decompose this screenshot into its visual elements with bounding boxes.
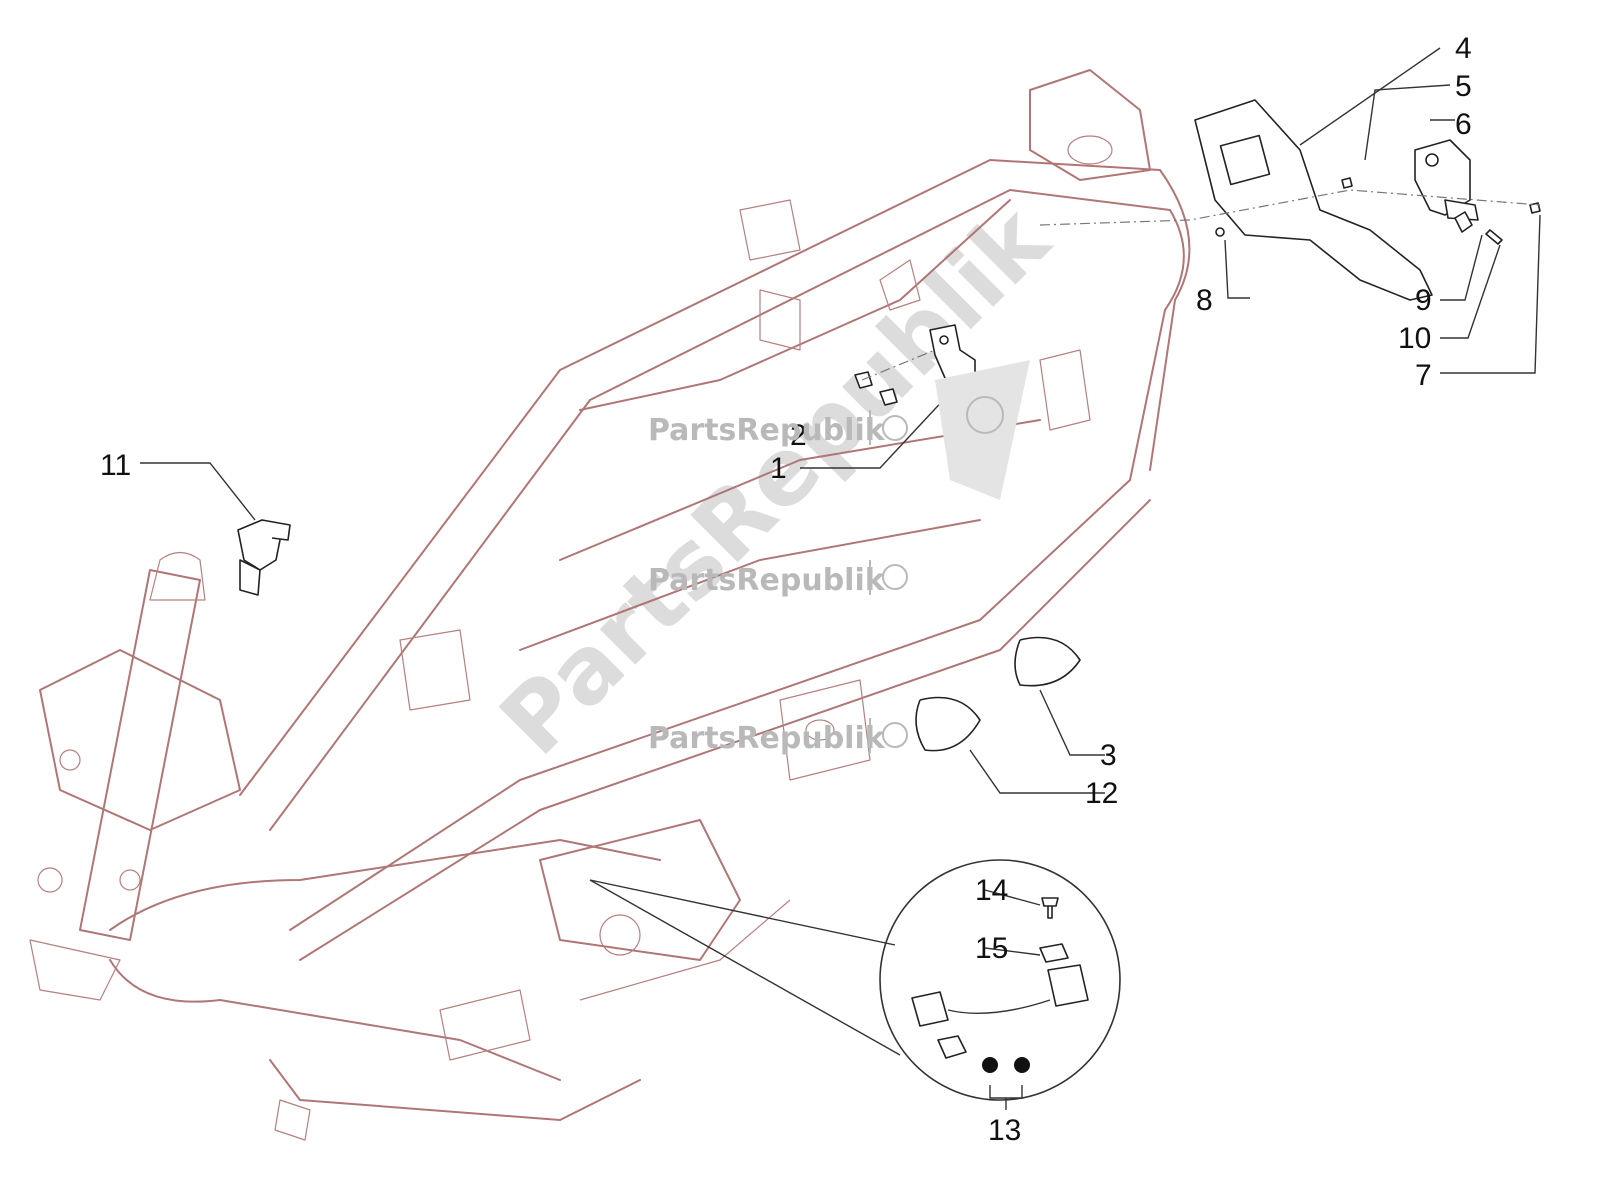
scooter-frame bbox=[29, 69, 1191, 1141]
part-lock-body bbox=[1414, 139, 1479, 221]
part-screw-14 bbox=[1041, 897, 1059, 919]
part-clamp-12 bbox=[915, 696, 981, 752]
gear-icon bbox=[882, 415, 908, 441]
gear-icon bbox=[966, 396, 1004, 434]
part-connector bbox=[911, 991, 949, 1027]
callout-8: 8 bbox=[1196, 284, 1213, 317]
leader-lines bbox=[140, 47, 1541, 1110]
callout-1: 1 bbox=[770, 452, 787, 485]
part-spring bbox=[1485, 229, 1503, 245]
callout-2: 2 bbox=[790, 419, 807, 452]
bullet-13a bbox=[982, 1057, 998, 1073]
part-screw-2b bbox=[879, 388, 898, 406]
gear-icon bbox=[882, 564, 908, 590]
callout-7: 7 bbox=[1415, 359, 1432, 392]
callout-13: 13 bbox=[988, 1114, 1021, 1147]
callout-5: 5 bbox=[1455, 70, 1472, 103]
part-sensor bbox=[237, 519, 291, 596]
bullet-13b bbox=[1014, 1057, 1030, 1073]
gear-icon bbox=[882, 722, 908, 748]
detail-pointer bbox=[589, 879, 901, 1056]
part-key-tag bbox=[937, 1035, 967, 1059]
watermark-logo bbox=[935, 360, 1030, 500]
callout-10: 10 bbox=[1398, 322, 1431, 355]
part-nut-8 bbox=[1215, 227, 1225, 237]
callout-14: 14 bbox=[975, 874, 1008, 907]
part-screw-5 bbox=[1341, 177, 1353, 189]
callout-3: 3 bbox=[1100, 739, 1117, 772]
callout-12: 12 bbox=[1085, 777, 1118, 810]
watermark-text: PartsRepublik bbox=[648, 413, 886, 448]
callout-4: 4 bbox=[1455, 32, 1472, 65]
watermark-label-2: PartsRepublik bbox=[648, 560, 908, 598]
watermark-text: PartsRepublik bbox=[648, 721, 886, 756]
latch-axis bbox=[861, 349, 936, 381]
part-clamp-3 bbox=[1014, 636, 1081, 687]
part-bracket-plate bbox=[1194, 99, 1433, 301]
part-relay bbox=[1047, 964, 1089, 1007]
watermark-text: PartsRepublik bbox=[648, 563, 886, 598]
callout-labels: 4 5 6 8 9 10 7 2 1 11 3 12 14 15 13 bbox=[100, 32, 1472, 1147]
assembly-axis bbox=[1039, 189, 1541, 226]
part-clip-15 bbox=[1039, 943, 1069, 963]
relay-wire bbox=[947, 999, 1051, 1015]
callout-6: 6 bbox=[1455, 108, 1472, 141]
watermark-label-3: PartsRepublik bbox=[648, 718, 908, 756]
watermark-label-1: PartsRepublik bbox=[648, 410, 908, 448]
callout-11: 11 bbox=[100, 449, 131, 482]
callout-15: 15 bbox=[975, 932, 1008, 965]
callout-9: 9 bbox=[1415, 284, 1432, 317]
part-pin bbox=[1454, 211, 1473, 233]
part-screw-7 bbox=[1529, 202, 1541, 214]
